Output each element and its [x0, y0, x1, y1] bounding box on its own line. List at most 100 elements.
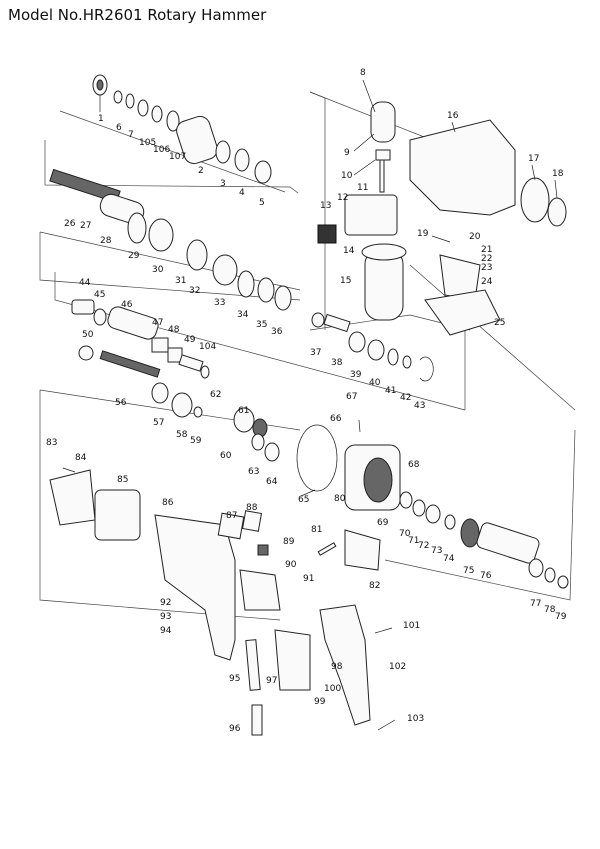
part-label-2: 2 [198, 166, 204, 176]
part-label-92: 92 [160, 598, 171, 608]
part-75-shape [460, 518, 480, 548]
part-label-46: 46 [121, 300, 133, 310]
part-label-59: 59 [190, 436, 202, 446]
part-label-91: 91 [303, 574, 314, 584]
leader-lines [62, 79, 558, 731]
part-29-shape [127, 212, 147, 244]
part-label-34: 34 [237, 310, 249, 320]
part-label-5: 5 [259, 198, 265, 208]
part-label-102: 102 [389, 662, 406, 672]
part-88-shape [241, 510, 263, 532]
parts-shapes [49, 74, 569, 736]
part-label-74: 74 [443, 554, 455, 564]
part-label-67: 67 [346, 392, 357, 402]
part-44-shape [71, 299, 95, 315]
part-label-13: 13 [320, 201, 331, 211]
part-label-58: 58 [176, 430, 188, 440]
part-30-shape [148, 218, 174, 252]
part-number-labels: 1 6 7 105 106 107 2 3 4 5 8 9 10 11 12 1… [46, 68, 567, 734]
part-label-25: 25 [494, 318, 505, 328]
part-106-shape [151, 105, 163, 123]
part-90-shape [239, 569, 281, 611]
part-label-47: 47 [152, 318, 163, 328]
part-label-84: 84 [75, 453, 87, 463]
part-label-87: 87 [226, 511, 237, 521]
part-label-64: 64 [266, 477, 278, 487]
part-label-36: 36 [271, 327, 283, 337]
part-label-57: 57 [153, 418, 164, 428]
part-3-shape [215, 140, 231, 164]
part-label-4: 4 [239, 188, 245, 198]
part-56-shape [99, 350, 161, 378]
part-label-16: 16 [447, 111, 459, 121]
part-label-8: 8 [360, 68, 366, 78]
part-18-shape [547, 197, 567, 227]
part-39-shape [348, 331, 366, 353]
part-label-32: 32 [189, 286, 200, 296]
part-label-88: 88 [246, 503, 258, 513]
part-70-shape [399, 491, 413, 509]
part-65-shape [296, 424, 338, 492]
part-label-24: 24 [481, 277, 493, 287]
part-49-shape [178, 354, 204, 372]
part-label-61: 61 [238, 406, 249, 416]
part-71-shape [412, 499, 426, 517]
part-label-48: 48 [168, 325, 180, 335]
part-46-shape [107, 306, 159, 340]
part-label-22: 22 [481, 254, 492, 264]
part-label-99: 99 [314, 697, 326, 707]
part-95-shape [245, 639, 261, 691]
part-105-shape [137, 99, 149, 117]
part-label-18: 18 [552, 169, 564, 179]
part-label-40: 40 [369, 378, 381, 388]
part-label-65: 65 [298, 495, 309, 505]
part-label-97: 97 [266, 676, 277, 686]
part-label-90: 90 [285, 560, 297, 570]
part-label-68: 68 [408, 460, 420, 470]
part-85-shape [94, 489, 141, 541]
part-64-shape [264, 442, 280, 462]
part-label-66: 66 [330, 414, 342, 424]
part-label-104: 104 [199, 342, 216, 352]
part-label-29: 29 [128, 251, 140, 261]
part-97-shape [274, 629, 311, 691]
part-label-69: 69 [377, 518, 389, 528]
part-label-37: 37 [310, 348, 321, 358]
part-label-100: 100 [324, 684, 341, 694]
part-label-14: 14 [343, 246, 355, 256]
part-57-shape [151, 382, 169, 404]
part-label-30: 30 [152, 265, 164, 275]
part-label-12: 12 [337, 193, 348, 203]
part-label-79: 79 [555, 612, 567, 622]
part-76-shape [476, 522, 540, 564]
part-label-106: 106 [153, 145, 170, 155]
part-59-shape [193, 406, 203, 418]
part-label-98: 98 [331, 662, 343, 672]
part-10-shape [375, 149, 391, 161]
part-40-shape [367, 339, 385, 361]
part-45-shape [93, 308, 107, 326]
part-36-shape [274, 285, 292, 311]
part-82-shape [344, 529, 381, 571]
part-37-shape [311, 312, 325, 328]
part-label-77: 77 [530, 599, 541, 609]
part-label-86: 86 [162, 498, 174, 508]
part-74-shape [444, 514, 456, 530]
part-label-96: 96 [229, 724, 241, 734]
part-label-20: 20 [469, 232, 481, 242]
diagram-title: Model No.HR2601 Rotary Hammer [8, 6, 267, 24]
part-81-shape [317, 542, 337, 556]
part-label-44: 44 [79, 278, 91, 288]
part-label-10: 10 [341, 171, 353, 181]
part-58-shape [171, 392, 193, 418]
part-41-shape [387, 348, 399, 366]
part-label-70: 70 [399, 529, 411, 539]
part-4-shape [234, 148, 250, 172]
part-7-shape [125, 93, 135, 109]
part-89-shape [257, 544, 269, 556]
part-label-27: 27 [80, 221, 91, 231]
part-label-38: 38 [331, 358, 343, 368]
part-label-3: 3 [220, 179, 226, 189]
part-25-shape [424, 289, 501, 336]
